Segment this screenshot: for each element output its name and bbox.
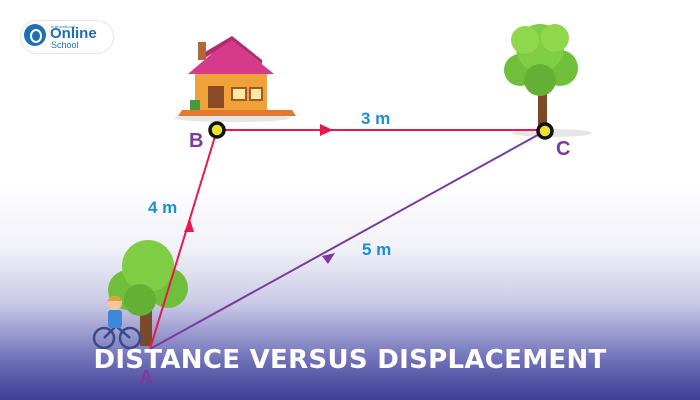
- displacement-arrow: [322, 253, 335, 264]
- tree-icon: [108, 240, 188, 346]
- point-label-a: A: [139, 367, 153, 389]
- cyclist-icon: [92, 296, 142, 350]
- distance-line-ab: [149, 129, 218, 350]
- distance-arrow-bc: [320, 124, 333, 136]
- page-title: DISTANCE VERSUS DISPLACEMENT: [93, 345, 607, 375]
- displacement-line-ac: [149, 130, 546, 350]
- logo-title: Online: [50, 25, 97, 42]
- logo-tagline: International: [51, 24, 76, 29]
- point-c-marker: [536, 122, 554, 140]
- tree-icon: [504, 24, 578, 132]
- point-label-b: B: [189, 130, 203, 152]
- brand-logo[interactable]: International Online School: [20, 20, 114, 54]
- distance-label-ac: 5 m: [362, 240, 391, 259]
- logo-icon: [24, 24, 46, 46]
- house-icon: [178, 36, 296, 116]
- point-b-marker: [208, 121, 226, 139]
- logo-subtitle: School: [51, 40, 79, 50]
- distance-arrow-ab: [184, 219, 194, 232]
- distance-label-ab: 4 m: [148, 198, 177, 217]
- distance-label-bc: 3 m: [361, 109, 390, 128]
- point-label-c: C: [556, 138, 570, 160]
